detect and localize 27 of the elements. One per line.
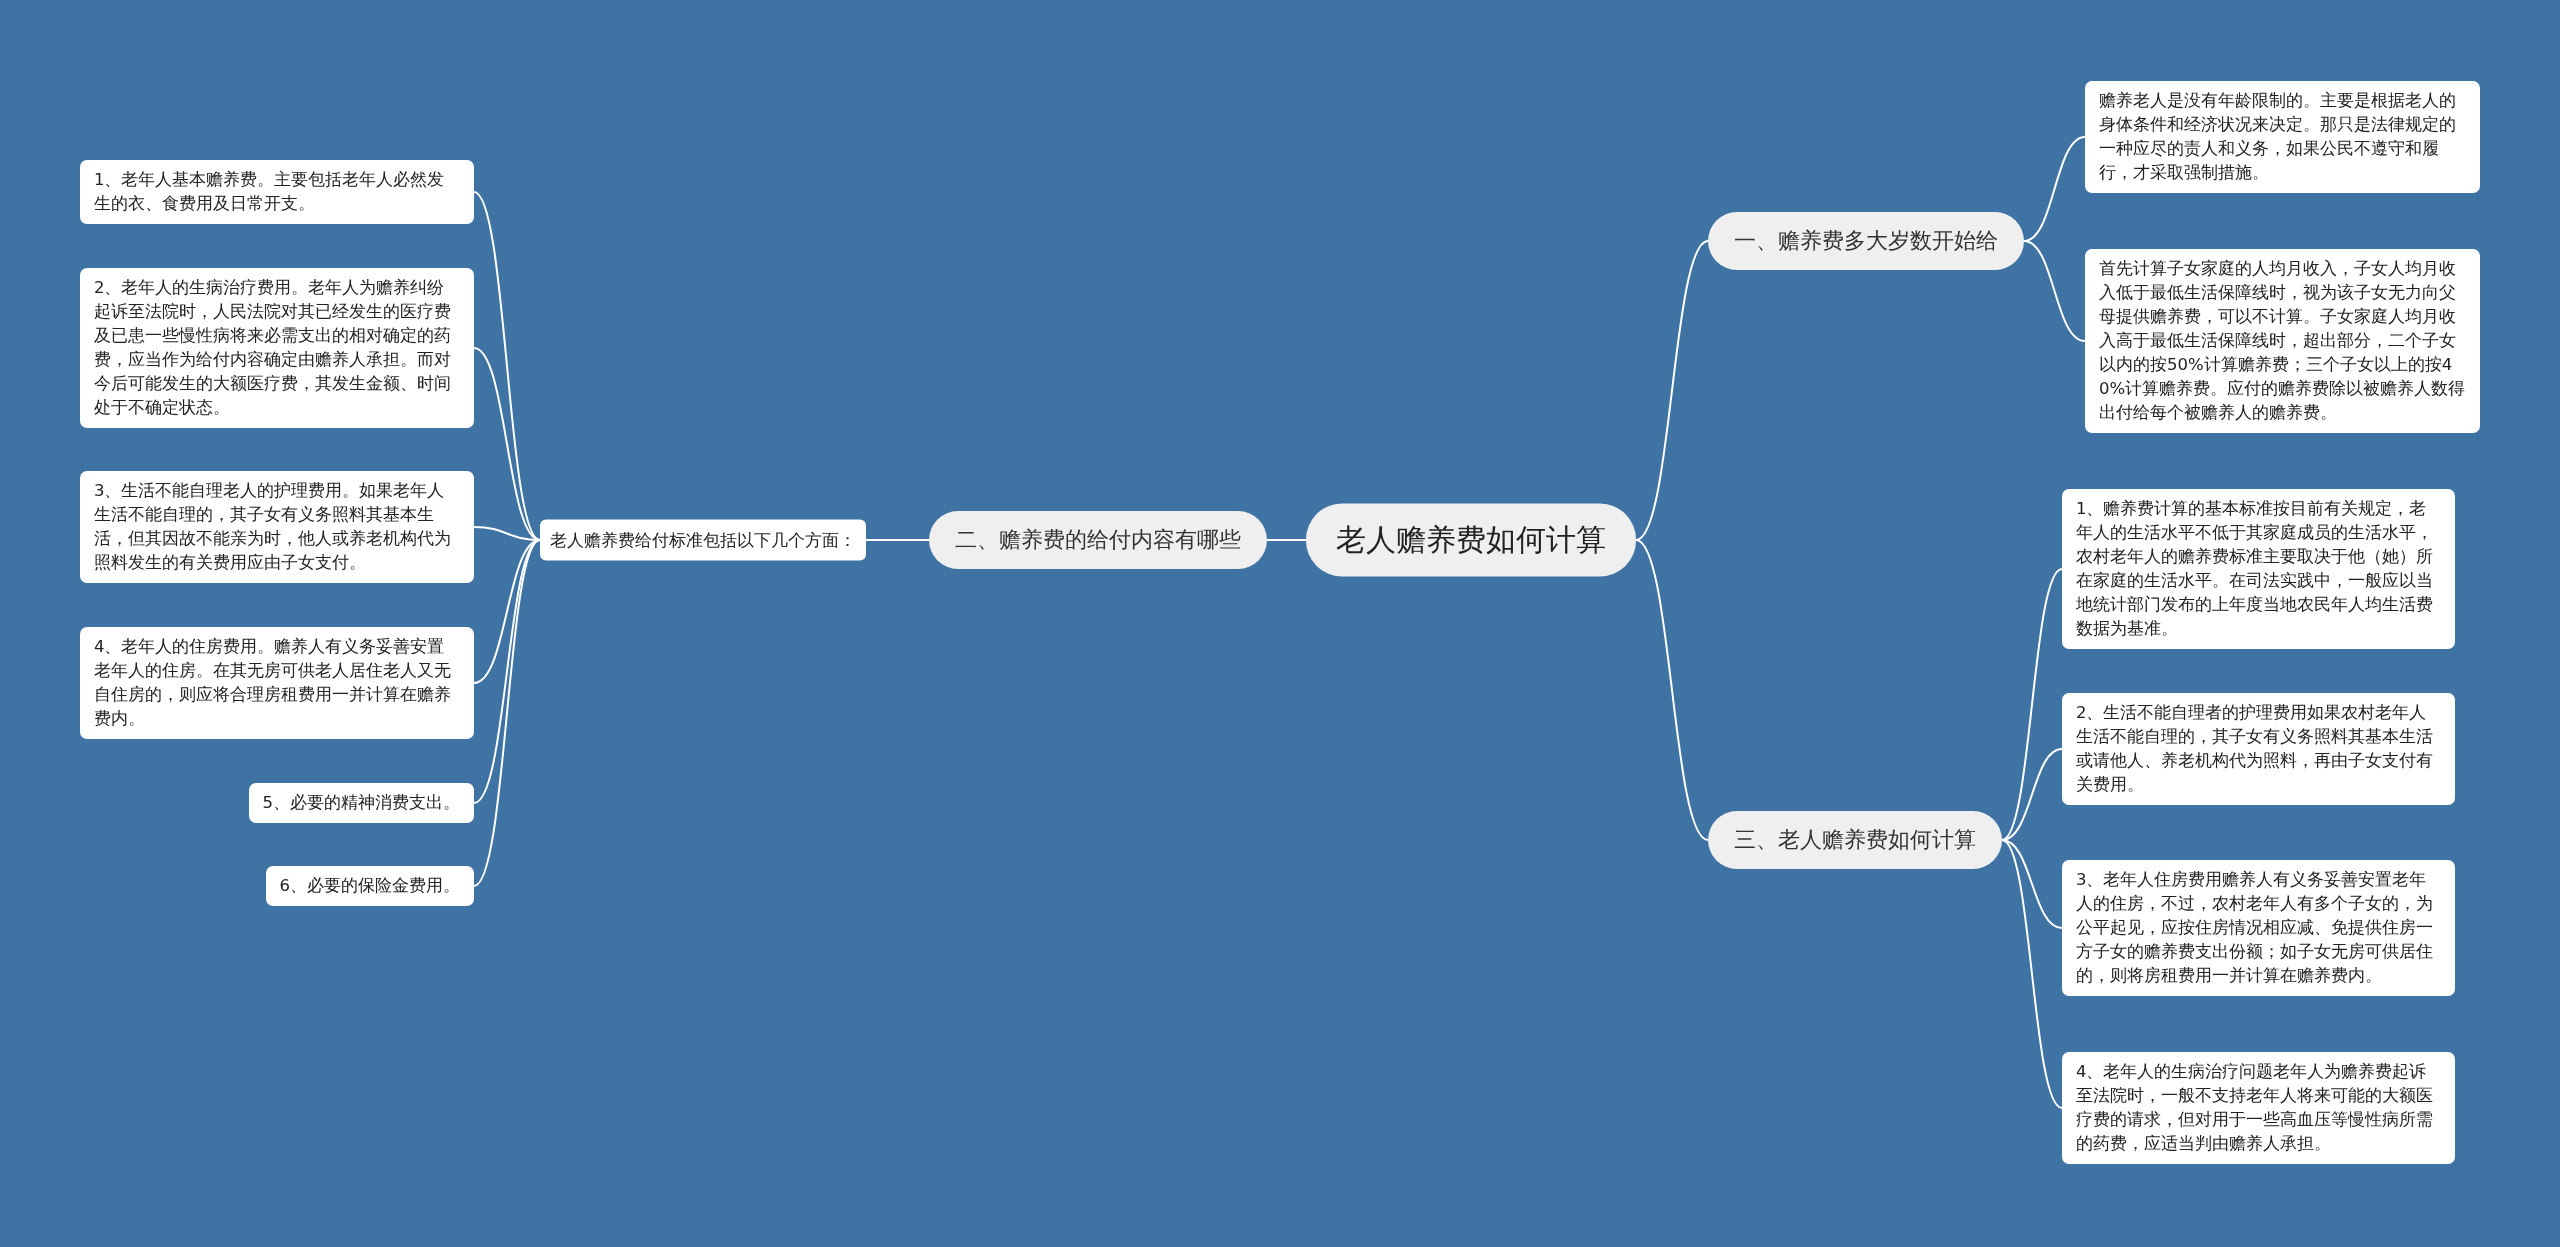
branch-topic: 三、老人赡养费如何计算	[1708, 811, 2002, 869]
connector-line	[473, 539, 541, 684]
connector-line	[2023, 240, 2086, 342]
leaf-card: 3、生活不能自理老人的护理费用。如果老年人生活不能自理的，其子女有义务照料其基本生活，但其因故不能亲为时，他人或养老机构代为照料发生的有关费用应由子女支付。	[80, 471, 474, 583]
leaf-card: 首先计算子女家庭的人均月收入，子女人均月收入低于最低生活保障线时，视为该子女无力向父母提供赡养费，可以不计算。子女家庭人均月收入高于最低生活保障线时，超出部分，二个子女以内的按50%计算赡养费；三个子女以上的按40%计算赡养费。应付的赡养费除以被赡养人数得出付给每个被赡养人的赡养费。	[2085, 249, 2480, 433]
leaf-card: 1、老年人基本赡养费。主要包括老年人必然发生的衣、食费用及日常开支。	[80, 160, 474, 224]
leaf-card: 3、老年人住房费用赡养人有义务妥善安置老年人的住房，不过，农村老年人有多个子女的，为公平起见，应按住房情况相应减、免提供住房一方子女的赡养费支出份额；如子女无房可供居住的，则将房租费用一并计算在赡养费内。	[2062, 860, 2455, 996]
connector-line	[2001, 568, 2063, 841]
connector-line	[1635, 240, 1709, 541]
connector-line	[2001, 839, 2063, 1109]
leaf-card: 2、生活不能自理者的护理费用如果农村老年人生活不能自理的，其子女有义务照料其基本生活或请他人、养老机构代为照料，再由子女支付有关费用。	[2062, 693, 2455, 805]
subtopic-card: 老人赡养费给付标准包括以下几个方面：	[540, 519, 866, 561]
branch-topic: 二、赡养费的给付内容有哪些	[929, 511, 1267, 569]
leaf-card: 1、赡养费计算的基本标准按目前有关规定，老年人的生活水平不低于其家庭成员的生活水平，农村老年人的赡养费标准主要取决于他（她）所在家庭的生活水平。在司法实践中，一般应以当地统计部门发布的上年度当地农民年人均生活费数据为基准。	[2062, 489, 2455, 649]
leaf-card: 5、必要的精神消费支出。	[248, 783, 474, 823]
branch-topic: 一、赡养费多大岁数开始给	[1708, 212, 2024, 270]
leaf-card: 6、必要的保险金费用。	[265, 866, 474, 906]
connector-line	[2001, 839, 2063, 929]
leaf-card: 赡养老人是没有年龄限制的。主要是根据老人的身体条件和经济状况来决定。那只是法律规定的一种应尽的责人和义务，如果公民不遵守和履行，才采取强制措施。	[2085, 81, 2480, 193]
connector-line	[865, 539, 930, 541]
leaf-card: 2、老年人的生病治疗费用。老年人为赡养纠纷起诉至法院时，人民法院对其已经发生的医疗费及已患一些慢性病将来必需支出的相对确定的药费，应当作为给付内容确定由赡养人承担。而对今后可能发生的大额医疗费，其发生金额、时间处于不确定状态。	[80, 268, 474, 428]
leaf-card: 4、老年人的住房费用。赡养人有义务妥善安置老年人的住房。在其无房可供老人居住老人又无自住房的，则应将合理房租费用一并计算在赡养费内。	[80, 627, 474, 739]
connector-line	[473, 191, 541, 541]
connector-line	[1635, 539, 1709, 841]
central-topic: 老人赡养费如何计算	[1306, 503, 1636, 577]
connector-line	[1266, 539, 1307, 541]
leaf-card: 4、老年人的生病治疗问题老年人为赡养费起诉至法院时，一般不支持老年人将来可能的大额医疗费的请求，但对用于一些高血压等慢性病所需的药费，应适当判由赡养人承担。	[2062, 1052, 2455, 1164]
